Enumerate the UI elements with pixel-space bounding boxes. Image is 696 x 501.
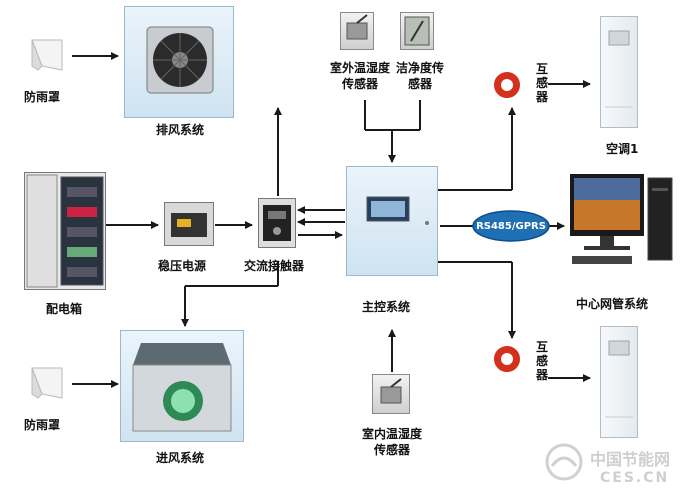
ac-contactor-label: 交流接触器 xyxy=(244,259,305,273)
rain-cover-top-image xyxy=(28,36,66,74)
indoor-sensor-label: 室内温湿度 传感器 xyxy=(352,426,432,458)
outdoor-sensor-label: 室外温湿度 传感器 xyxy=(320,60,400,92)
current-transformer-top-label: 互感器 xyxy=(536,62,549,104)
exhaust-system-image xyxy=(124,6,234,118)
air-conditioner-1-image xyxy=(600,16,638,128)
voltage-stabilizer-image xyxy=(164,202,214,246)
comm-link-ellipse xyxy=(472,210,550,242)
distribution-box-label: 配电箱 xyxy=(46,302,83,316)
exhaust-system-label: 排风系统 xyxy=(156,123,205,137)
distribution-box-image xyxy=(24,172,106,290)
air-conditioner-2-image xyxy=(600,326,638,438)
cleanliness-sensor-label-line1: 洁净度传 xyxy=(395,61,444,75)
ac-contactor-image xyxy=(258,198,296,248)
air-conditioner-1-label: 空调1 xyxy=(606,142,639,156)
central-system-image xyxy=(566,168,678,272)
outdoor-sensor-label-line2: 传感器 xyxy=(341,77,378,91)
rain-cover-bottom-label: 防雨罩 xyxy=(24,418,61,432)
outdoor-sensor-image xyxy=(340,12,374,50)
comm-link-label: RS485/GPRS xyxy=(476,221,546,232)
outdoor-sensor-label-line1: 室外温湿度 xyxy=(329,61,390,75)
cleanliness-sensor-label: 洁净度传 感器 xyxy=(392,60,448,92)
indoor-sensor-label-line2: 传感器 xyxy=(373,443,410,457)
main-control-label: 主控系统 xyxy=(362,300,411,314)
intake-system-image xyxy=(120,330,244,442)
rain-cover-bottom-image xyxy=(28,364,66,402)
intake-system-label: 进风系统 xyxy=(156,451,205,465)
central-system-label: 中心网管系统 xyxy=(576,297,649,311)
watermark-cn: 中国节能网 xyxy=(590,450,671,469)
cleanliness-sensor-image xyxy=(400,12,434,50)
current-transformer-bottom-label: 互感器 xyxy=(536,340,549,382)
cleanliness-sensor-label-line2: 感器 xyxy=(407,77,432,91)
indoor-sensor-label-line1: 室内温湿度 xyxy=(361,427,422,441)
voltage-stabilizer-label: 稳压电源 xyxy=(158,259,207,273)
watermark-url: CES.CN xyxy=(600,470,670,486)
main-control-image xyxy=(346,166,438,276)
watermark-logo-icon xyxy=(544,442,584,482)
indoor-sensor-image xyxy=(372,374,410,414)
current-transformer-bottom-icon xyxy=(494,346,520,372)
rain-cover-top-label: 防雨罩 xyxy=(24,90,61,104)
current-transformer-top-icon xyxy=(494,72,520,98)
